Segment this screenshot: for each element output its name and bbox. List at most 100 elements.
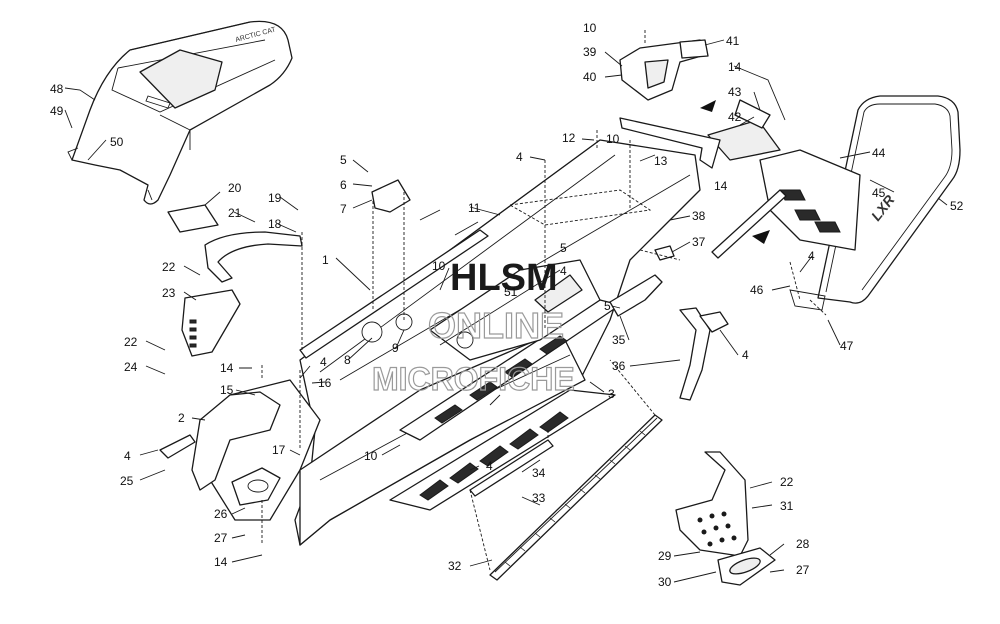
watermark-line1: HLSM [450, 257, 558, 299]
callout-2: 2 [178, 411, 185, 425]
callout-6: 6 [340, 178, 347, 192]
step-plate-20 [167, 204, 219, 233]
callout-22b: 22 [124, 335, 138, 349]
callout-1: 1 [322, 253, 329, 267]
clip-25 [159, 434, 196, 459]
callout-4d: 4 [516, 150, 523, 164]
callout-12: 12 [562, 131, 576, 145]
callout-9: 9 [392, 341, 399, 355]
callout-28: 28 [796, 537, 810, 551]
callout-3: 3 [608, 387, 615, 401]
bracket-34 [469, 439, 554, 497]
slide-rail-33 [489, 414, 663, 581]
callout-36: 36 [612, 359, 626, 373]
callout-37: 37 [692, 235, 706, 249]
watermark-line2: ONLINE [428, 305, 564, 346]
hardware-4 [699, 311, 729, 333]
cover-23 [181, 289, 241, 357]
callout-18: 18 [268, 217, 282, 231]
watermark: HLSM ONLINE MICROFICHE [371, 257, 575, 398]
callout-labels: 48 49 50 1 5 6 7 20 21 19 18 22 23 22 24… [50, 21, 964, 589]
callout-23: 23 [162, 286, 176, 300]
callout-40: 40 [583, 70, 597, 84]
callout-26: 26 [214, 507, 228, 521]
watermark-line3: MICROFICHE [372, 361, 575, 397]
callout-10a: 10 [364, 449, 378, 463]
grab-handle-18 [204, 231, 303, 283]
callout-4b: 4 [124, 449, 131, 463]
clip-37 [654, 245, 675, 261]
callout-33: 33 [532, 491, 546, 505]
callout-22a: 22 [162, 260, 176, 274]
snowflap [707, 99, 861, 251]
callout-14b: 14 [214, 555, 228, 569]
callout-19: 19 [268, 191, 282, 205]
callout-38: 38 [692, 209, 706, 223]
callout-24: 24 [124, 360, 138, 374]
callout-48: 48 [50, 82, 64, 96]
direction-arrows [700, 100, 770, 244]
callout-29: 29 [658, 549, 672, 563]
callout-30: 30 [658, 575, 672, 589]
callout-25: 25 [120, 474, 134, 488]
callout-21: 21 [228, 206, 242, 220]
callout-4c: 4 [486, 459, 493, 473]
callout-14c: 14 [728, 60, 742, 74]
callout-51: 51 [504, 285, 518, 299]
callout-22c: 22 [780, 475, 794, 489]
callout-34: 34 [532, 466, 546, 480]
callout-44: 44 [872, 146, 886, 160]
callout-10c: 10 [606, 132, 620, 146]
stud-guides [261, 30, 827, 545]
callout-17: 17 [272, 443, 286, 457]
foot-bracket [675, 451, 776, 586]
chassis-center [429, 259, 601, 361]
callout-11: 11 [468, 201, 481, 215]
callout-52: 52 [950, 199, 964, 213]
callout-8: 8 [344, 353, 351, 367]
callout-10b: 10 [432, 259, 446, 273]
callout-39: 39 [583, 45, 597, 59]
step-26 [231, 467, 281, 506]
callout-42: 42 [728, 110, 742, 124]
light-housing [619, 39, 709, 101]
callout-15: 15 [220, 383, 234, 397]
callout-13: 13 [654, 154, 668, 168]
callout-4f: 4 [742, 348, 749, 362]
callout-14a: 14 [220, 361, 234, 375]
callout-35: 35 [612, 333, 626, 347]
callout-47: 47 [840, 339, 854, 353]
tunnel-brace [299, 229, 489, 359]
callout-27b: 27 [796, 563, 810, 577]
callout-50: 50 [110, 135, 124, 149]
callout-41: 41 [726, 34, 740, 48]
callout-4g: 4 [808, 249, 815, 263]
callout-49: 49 [50, 104, 64, 118]
callout-20: 20 [228, 181, 242, 195]
callout-10d: 10 [583, 21, 597, 35]
rod-14 [711, 189, 787, 259]
callout-16: 16 [318, 376, 332, 390]
callout-4e: 4 [560, 264, 567, 278]
bracket-13 [619, 117, 721, 169]
bracket-35 [609, 274, 663, 317]
callout-7: 7 [340, 202, 347, 216]
callout-27a: 27 [214, 531, 228, 545]
seat: ARCTIC CAT [67, 20, 293, 205]
bracket-7 [371, 179, 411, 213]
rear-bumper: LXR [789, 95, 961, 311]
callout-45: 45 [872, 186, 886, 200]
callout-43: 43 [728, 85, 742, 99]
callout-31: 31 [780, 499, 794, 513]
callout-32: 32 [448, 559, 462, 573]
leader-lines [64, 39, 948, 583]
callout-14d: 14 [714, 179, 728, 193]
callout-5c: 5 [604, 299, 611, 313]
running-board [389, 299, 621, 511]
callout-5b: 5 [560, 241, 567, 255]
callout-4a: 4 [320, 355, 327, 369]
callout-46: 46 [750, 283, 764, 297]
callout-5a: 5 [340, 153, 347, 167]
